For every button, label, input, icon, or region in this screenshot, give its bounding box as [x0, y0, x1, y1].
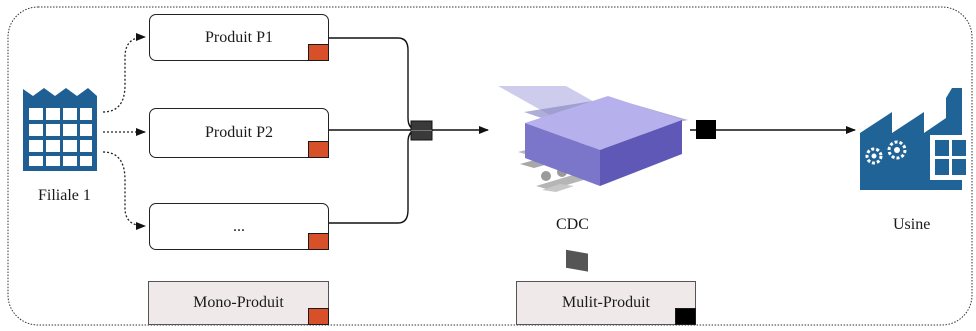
mono-product-tag	[308, 233, 329, 250]
outer-frame	[7, 6, 973, 326]
product-box-p2[interactable]: Produit P2	[149, 108, 329, 158]
legend-mono-swatch	[308, 308, 329, 325]
factory-icon	[860, 88, 970, 190]
product-label-p2: Produit P2	[204, 124, 273, 141]
product-label-p1: Produit P1	[204, 28, 273, 46]
warehouse-icon	[23, 88, 97, 171]
legend-multi-swatch	[675, 308, 696, 325]
filiale-label: Filiale 1	[38, 187, 91, 204]
usine-label: Usine	[893, 216, 931, 233]
legend-mono-produit: Mono-Produit	[148, 281, 329, 325]
product-box-p3[interactable]: ...	[149, 203, 329, 250]
multi-product-marker	[696, 120, 716, 139]
link-p3-merge	[328, 129, 419, 224]
link-filiale-p1	[102, 33, 146, 113]
link-filiale-p3	[102, 151, 146, 230]
product-label-p3: ...	[233, 217, 245, 235]
product-box-p1[interactable]: Produit P1	[149, 14, 329, 61]
link-p1-merge	[328, 37, 419, 131]
mono-product-tag	[308, 44, 329, 61]
legend-multi-label: Mulit-Produit	[561, 294, 650, 311]
conveyor-icon	[498, 86, 688, 272]
cdc-label: CDC	[556, 216, 589, 233]
legend-mono-label: Mono-Produit	[193, 294, 284, 311]
legend-multi-produit: Mulit-Produit	[516, 281, 696, 325]
mono-product-tag	[308, 141, 329, 158]
